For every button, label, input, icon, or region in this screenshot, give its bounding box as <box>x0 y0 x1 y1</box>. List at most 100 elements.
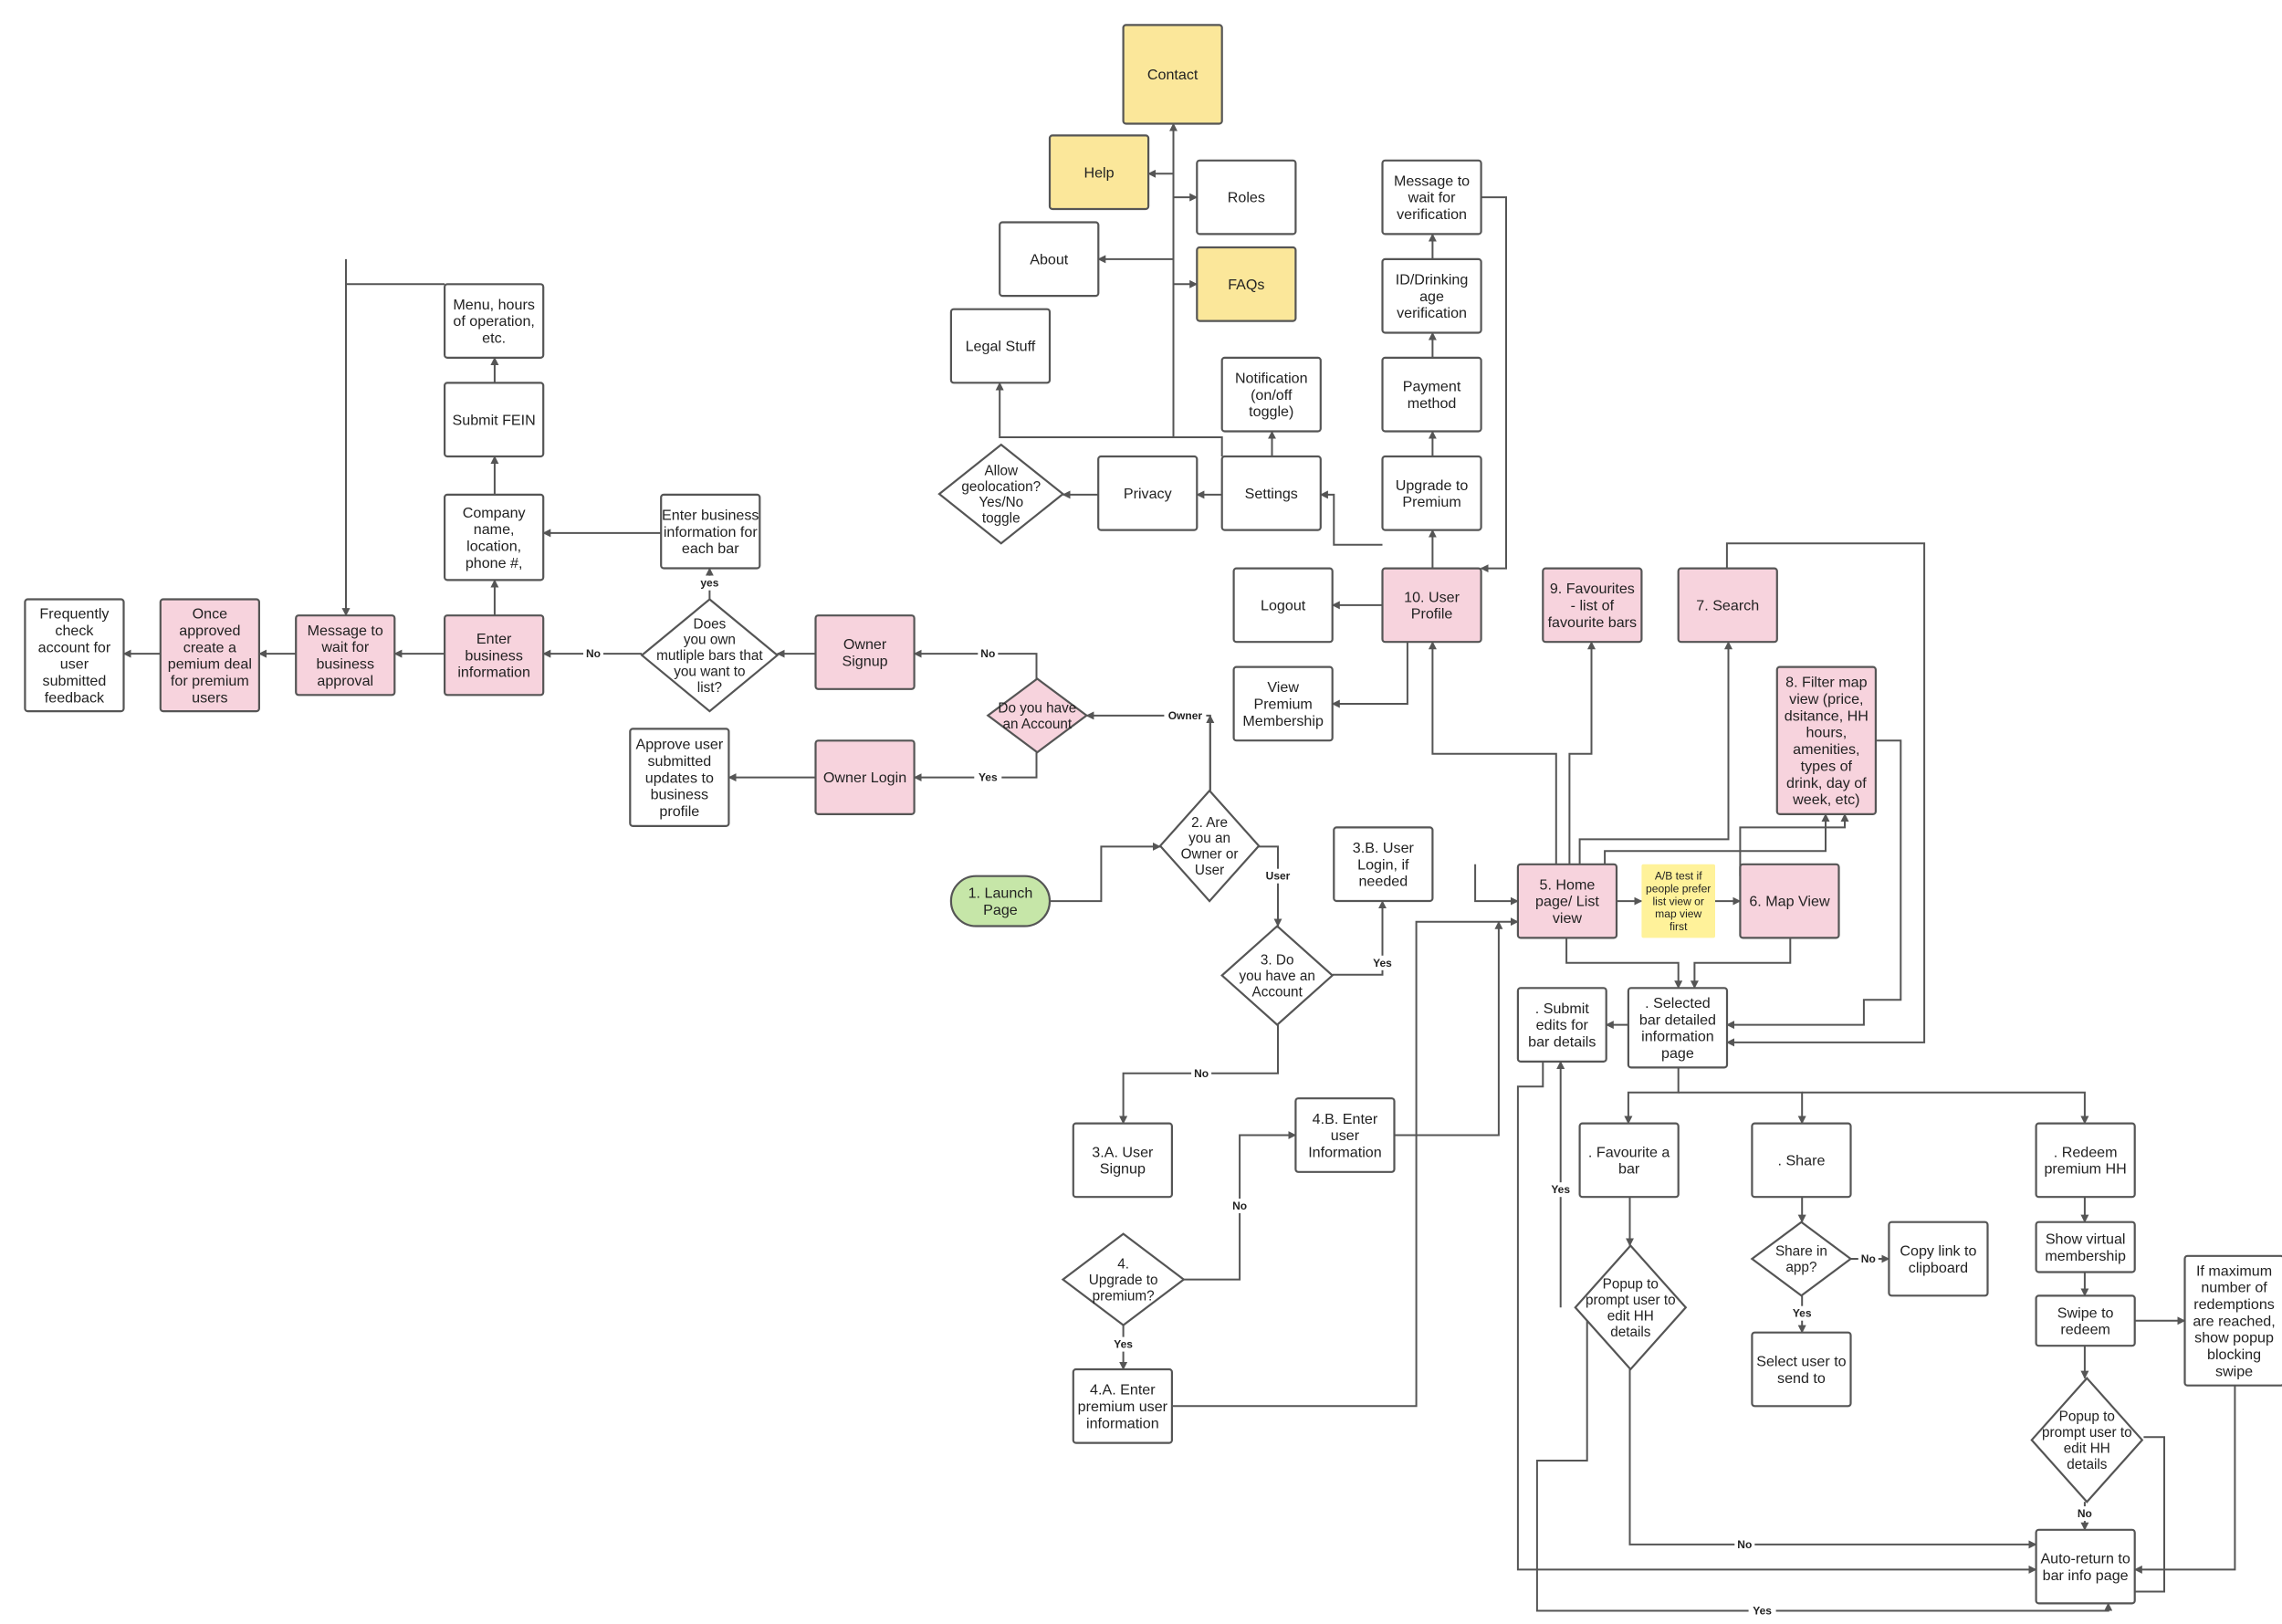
node-contact[interactable]: Contact <box>1122 24 1223 125</box>
node-about[interactable]: About <box>999 221 1100 298</box>
connector-label-e14: No <box>1734 1536 1755 1552</box>
node-faqs[interactable]: FAQs <box>1196 246 1297 322</box>
process-box <box>1294 1097 1396 1173</box>
process-box <box>2183 1254 2282 1387</box>
label-background <box>2074 1506 2095 1522</box>
label-background <box>696 575 724 591</box>
node-share[interactable]: . Share <box>1751 1122 1852 1199</box>
process-box <box>1097 455 1199 531</box>
node-help[interactable]: Help <box>1048 134 1150 211</box>
connector-61 <box>1678 1091 1806 1125</box>
node-label: Contact <box>1147 67 1199 83</box>
process-box <box>629 728 730 828</box>
process-box <box>1232 665 1334 742</box>
label-background <box>1261 868 1295 884</box>
node-search[interactable]: 7. Search <box>1677 567 1778 644</box>
node-label: Owner Login <box>823 770 906 786</box>
connector-label-text: Yes <box>1753 1605 1772 1618</box>
connector-label-e3: No <box>978 646 999 662</box>
node-roles[interactable]: Roles <box>1196 159 1297 236</box>
process-box <box>999 221 1100 298</box>
connector-label-text: Yes <box>1551 1183 1570 1196</box>
node-privacy[interactable]: Privacy <box>1097 455 1199 531</box>
node-logout[interactable]: Logout <box>1232 567 1334 644</box>
label-background <box>1858 1252 1879 1266</box>
connector-e14 <box>1628 1369 2037 1549</box>
node-fein[interactable]: Submit FEIN <box>444 382 545 458</box>
decision-diamond <box>1158 789 1261 903</box>
node-label: Settings <box>1245 486 1298 502</box>
process-box <box>1751 1122 1852 1199</box>
decision-diamond <box>1574 1243 1688 1371</box>
node-settings[interactable]: Settings <box>1220 455 1322 531</box>
node-ownerlogin[interactable]: Owner Login <box>814 739 916 815</box>
connector-label-e1: Owner <box>1164 707 1207 723</box>
decision-diamond <box>640 598 780 713</box>
node-label: 6. Map View <box>1749 894 1830 910</box>
process-box <box>1048 134 1150 211</box>
node-label: Logout <box>1261 598 1306 614</box>
connector-label-text: yes <box>700 577 718 590</box>
connector-label-e2: User <box>1261 868 1295 884</box>
connector-50 <box>1604 813 1830 864</box>
connector-label-e5: No <box>583 646 603 662</box>
label-background <box>583 646 603 662</box>
node-legal[interactable]: Legal Stuff <box>949 308 1052 384</box>
connector-29 <box>341 258 445 617</box>
node-mapview[interactable]: 6. Map View <box>1739 863 1840 939</box>
node-label: About <box>1030 251 1069 267</box>
decision-diamond <box>2030 1377 2144 1504</box>
